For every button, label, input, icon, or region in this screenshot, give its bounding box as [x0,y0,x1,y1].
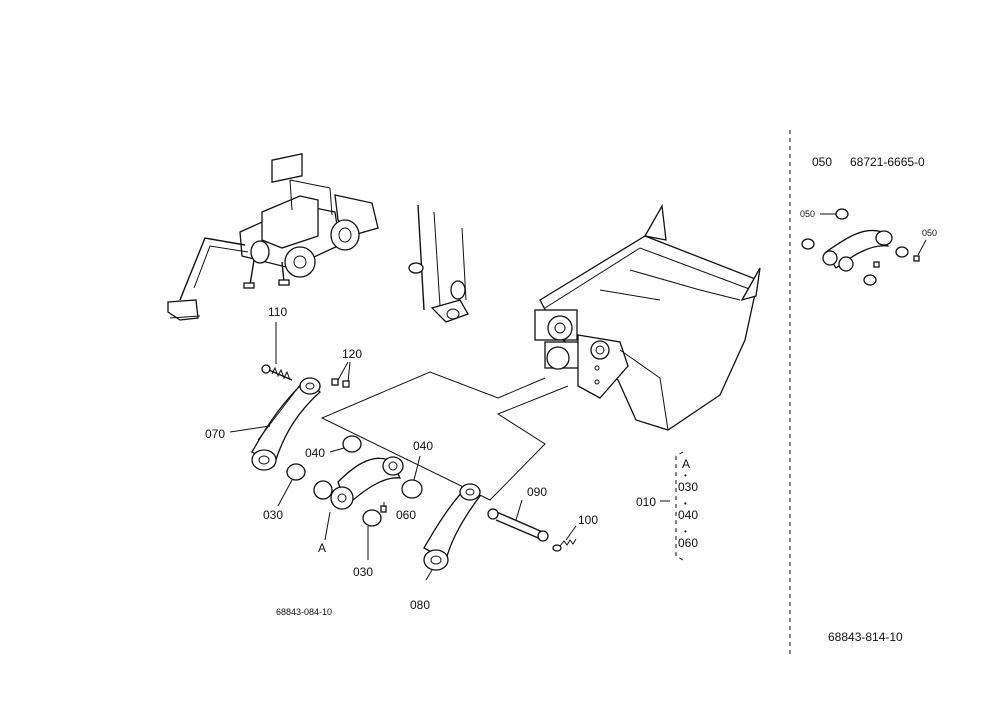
link-080 [423,483,481,581]
center-link-A [313,456,404,541]
assembly-bracket-010 [660,451,684,561]
callout-100: 100 [578,513,598,527]
assembly-dot: • [684,471,687,480]
sidebar-header-ref: 050 [812,155,832,169]
callout-040-left: 040 [305,446,325,460]
callout-110: 110 [268,305,287,319]
bushing-040-right [401,455,423,499]
assembly-item-060: 060 [678,536,698,550]
callout-060: 060 [396,508,416,522]
callout-070: 070 [205,427,225,441]
bushing-030-left [277,463,306,507]
bushing-030-lower [362,509,382,560]
assembly-dot: • [684,527,687,536]
sidebar-detail-illustration [801,208,927,286]
sidebar-figure-code: 68843-814-10 [828,630,903,644]
callout-030-lower: 030 [353,565,373,579]
sidebar-header-part-number: 68721-6665-0 [850,155,925,169]
grease-fittings-120 [331,361,351,388]
bolt-100 [552,525,577,552]
assembly-item-030: 030 [678,480,698,494]
assembly-item-040: 040 [678,508,698,522]
figure-code-main: 68843-084-10 [276,607,332,617]
callout-120: 120 [342,347,362,361]
bucket-illustration [534,203,761,431]
link-070 [229,377,321,471]
callout-090: 090 [527,485,547,499]
assembly-dot: • [684,499,687,508]
assembly-item-A: A [682,457,690,471]
callout-A: A [318,541,326,555]
arm-stub-illustration [408,204,469,323]
tractor-backhoe-illustration [167,153,379,321]
pin-090 [487,499,549,542]
reference-plane [320,371,569,501]
sidebar-callout-050-left: 050 [800,209,815,219]
callout-010: 010 [636,495,656,509]
bolt-110 [261,322,293,381]
bushing-040-left [329,435,362,453]
callout-040-right: 040 [413,439,433,453]
callout-080: 080 [410,598,430,612]
fitting-060 [380,502,387,513]
callout-030-left: 030 [263,508,283,522]
sidebar-callout-050-right: 050 [922,228,937,238]
